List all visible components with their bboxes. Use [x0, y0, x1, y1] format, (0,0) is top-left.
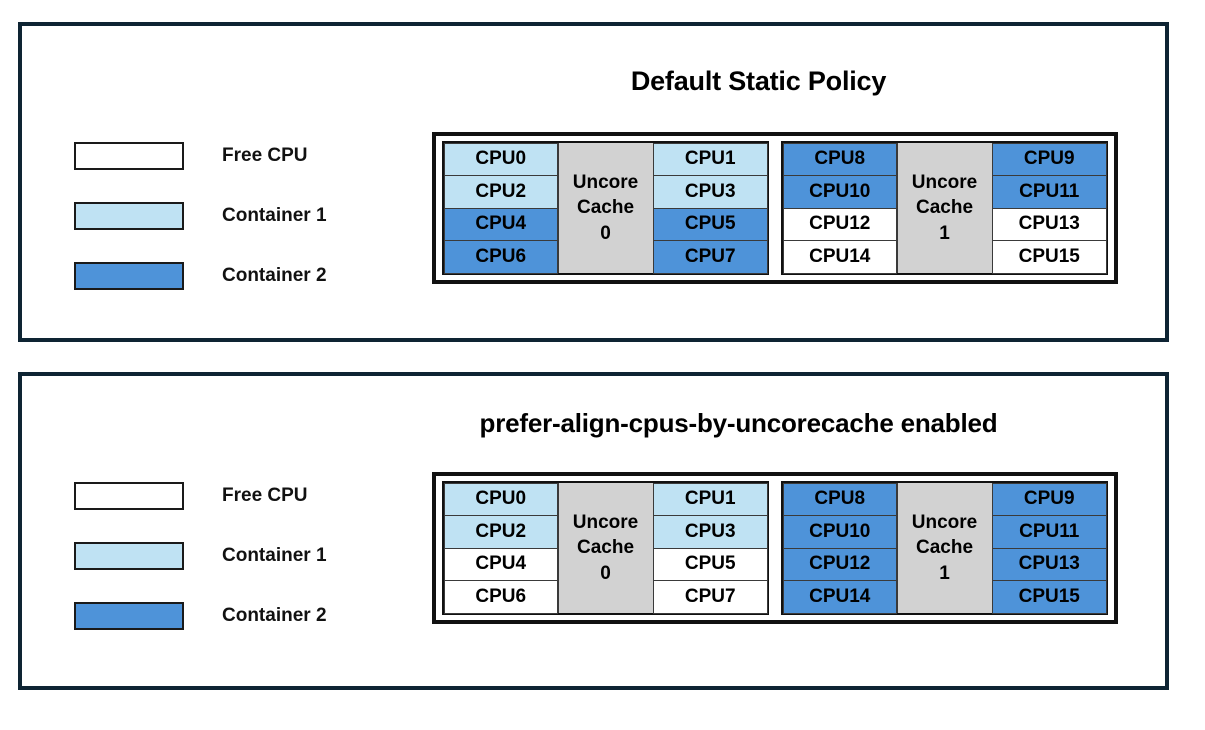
- uncore-cache-index: 1: [939, 222, 950, 244]
- cpu-cell-cpu1[interactable]: CPU1: [653, 482, 768, 516]
- legend-label-container1: Container 1: [222, 545, 327, 566]
- cpu-cell-cpu1[interactable]: CPU1: [653, 142, 768, 176]
- cpu-cell-cpu6[interactable]: CPU6: [443, 580, 558, 614]
- legend-item-free: Free CPU: [74, 466, 327, 526]
- cpu-cell-cpu10[interactable]: CPU10: [782, 515, 897, 549]
- cpu-cell-cpu9[interactable]: CPU9: [992, 482, 1107, 516]
- legend-0: Free CPU Container 1 Container 2: [74, 126, 327, 306]
- cpu-cell-cpu2[interactable]: CPU2: [443, 175, 558, 209]
- legend-item-container2: Container 2: [74, 586, 327, 646]
- cpu-cell-cpu15[interactable]: CPU15: [992, 240, 1107, 274]
- uncore-cache-line2: Cache: [915, 197, 974, 219]
- cpu-cell-cpu3[interactable]: CPU3: [653, 515, 768, 549]
- legend-item-container2: Container 2: [74, 246, 327, 306]
- cpu-cell-cpu10[interactable]: CPU10: [782, 175, 897, 209]
- cpu-cell-cpu5[interactable]: CPU5: [653, 207, 768, 241]
- cpu-cell-cpu12[interactable]: CPU12: [782, 547, 897, 581]
- cpu-cell-cpu15[interactable]: CPU15: [992, 580, 1107, 614]
- uncore-cache-index: 1: [939, 562, 950, 584]
- uncore-cache-line2: Cache: [576, 197, 635, 219]
- uncore-cache-index: 0: [600, 222, 611, 244]
- cpu-cell-cpu12[interactable]: CPU12: [782, 207, 897, 241]
- cpu-cell-cpu6[interactable]: CPU6: [443, 240, 558, 274]
- cpu-cell-cpu5[interactable]: CPU5: [653, 547, 768, 581]
- cpu-cell-cpu3[interactable]: CPU3: [653, 175, 768, 209]
- legend-label-container2: Container 2: [222, 265, 327, 286]
- legend-1: Free CPU Container 1 Container 2: [74, 466, 327, 646]
- legend-label-free: Free CPU: [222, 145, 308, 166]
- uncore-cache-line2: Cache: [576, 537, 635, 559]
- cpu-cell-cpu13[interactable]: CPU13: [992, 207, 1107, 241]
- legend-label-container1: Container 1: [222, 205, 327, 226]
- uncore-cache-index: 0: [600, 562, 611, 584]
- cpu-cell-cpu11[interactable]: CPU11: [992, 175, 1107, 209]
- uncore-cache-line1: Uncore: [572, 512, 639, 534]
- cpu-cell-cpu7[interactable]: CPU7: [653, 580, 768, 614]
- cpu-cell-cpu14[interactable]: CPU14: [782, 240, 897, 274]
- cpu-cell-cpu7[interactable]: CPU7: [653, 240, 768, 274]
- cpu-cell-cpu0[interactable]: CPU0: [443, 142, 558, 176]
- cpu-cell-cpu2[interactable]: CPU2: [443, 515, 558, 549]
- legend-swatch-container1: [74, 202, 184, 230]
- cpu-cell-cpu4[interactable]: CPU4: [443, 547, 558, 581]
- uncore-cache-line1: Uncore: [911, 172, 978, 194]
- legend-item-container1: Container 1: [74, 186, 327, 246]
- legend-item-container1: Container 1: [74, 526, 327, 586]
- legend-swatch-free: [74, 482, 184, 510]
- diagram-panel-1: prefer-align-cpus-by-uncorecache enabled…: [18, 372, 1169, 690]
- cpu-cell-cpu9[interactable]: CPU9: [992, 142, 1107, 176]
- uncore-cache-line1: Uncore: [911, 512, 978, 534]
- legend-item-free: Free CPU: [74, 126, 327, 186]
- legend-swatch-container2: [74, 602, 184, 630]
- cpu-cell-cpu14[interactable]: CPU14: [782, 580, 897, 614]
- cpu-cell-cpu13[interactable]: CPU13: [992, 547, 1107, 581]
- cpu-cell-cpu11[interactable]: CPU11: [992, 515, 1107, 549]
- legend-label-free: Free CPU: [222, 485, 308, 506]
- legend-swatch-free: [74, 142, 184, 170]
- uncore-cache-line2: Cache: [915, 537, 974, 559]
- cpu-cell-cpu8[interactable]: CPU8: [782, 482, 897, 516]
- cpu-cell-cpu4[interactable]: CPU4: [443, 207, 558, 241]
- legend-label-container2: Container 2: [222, 605, 327, 626]
- panel-title-1: prefer-align-cpus-by-uncorecache enabled: [479, 408, 998, 438]
- cpu-cell-cpu0[interactable]: CPU0: [443, 482, 558, 516]
- legend-swatch-container2: [74, 262, 184, 290]
- uncore-cache-line1: Uncore: [572, 172, 639, 194]
- legend-swatch-container1: [74, 542, 184, 570]
- cpu-cell-cpu8[interactable]: CPU8: [782, 142, 897, 176]
- panel-title-0: Default Static Policy: [630, 66, 887, 96]
